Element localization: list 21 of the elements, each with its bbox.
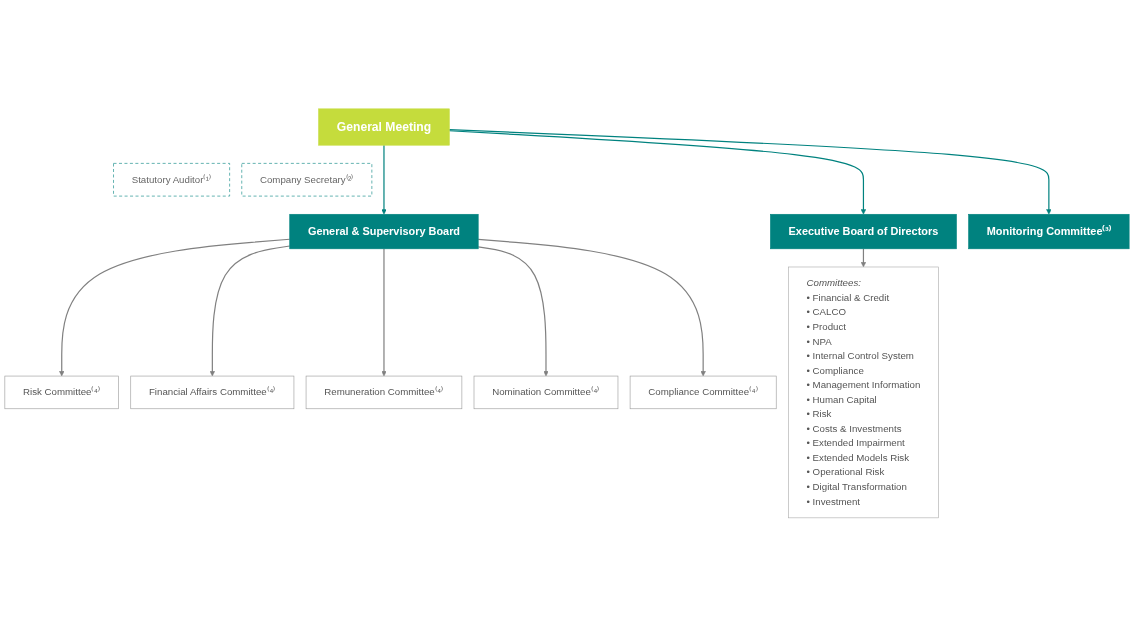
- node-box: Company Secretary⁽²⁾: [241, 163, 373, 197]
- node-box: General & Supervisory Board: [289, 214, 479, 250]
- node-box: Financial Affairs Committee⁽⁴⁾: [130, 375, 295, 410]
- arrow: [209, 245, 291, 377]
- node-box: Executive Board of Directors: [770, 214, 957, 250]
- arrow: [448, 130, 867, 215]
- node-box: Remuneration Committee⁽⁴⁾: [305, 375, 463, 410]
- arrow: [477, 238, 706, 377]
- node-box: General Meeting: [318, 108, 450, 146]
- arrow: [381, 248, 387, 377]
- node-box: Nomination Committee⁽⁴⁾: [473, 375, 619, 410]
- node-box: Risk Committee⁽⁴⁾: [4, 375, 119, 410]
- arrow: [477, 246, 549, 377]
- arrow: [448, 129, 1052, 215]
- arrow: [860, 248, 867, 268]
- arrow: [59, 238, 291, 377]
- arrow: [381, 144, 387, 215]
- node-box: Statutory Auditor⁽¹⁾: [113, 163, 230, 197]
- node-box: Compliance Committee⁽⁴⁾: [629, 375, 777, 410]
- node-box: Monitoring Committee⁽³⁾: [968, 214, 1130, 250]
- node-box: Committees: • Financial & Credit • CALCO • Product • NPA • Internal Control System • Compliance • Management Information • Human Capital • Risk • Costs & Investments • Extended Impairment • Extended Models Risk • Operational Risk • Digital Transformation • Investment: [788, 266, 939, 519]
